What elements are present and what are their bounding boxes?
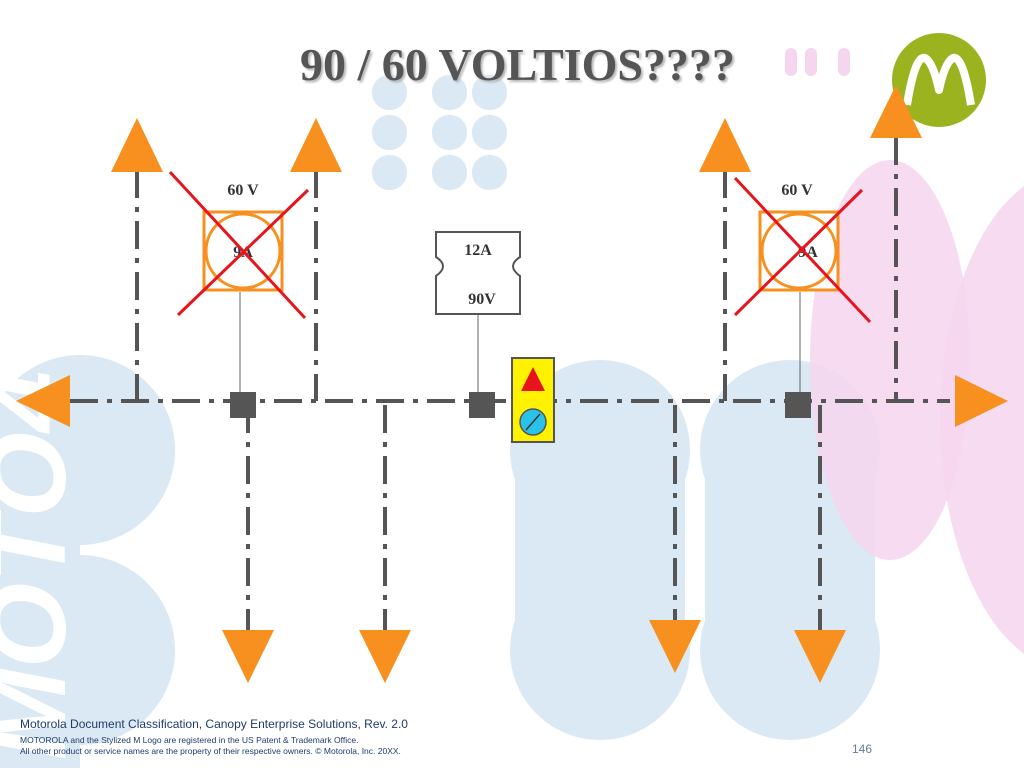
- motorola-logo-icon: [892, 33, 986, 127]
- left-meter-dial: [204, 212, 282, 290]
- up-arrow-icon: [111, 118, 163, 172]
- bg-blue-dot: [472, 155, 507, 190]
- junction-node: [469, 392, 495, 418]
- left-meter: 60 V 9A: [168, 170, 310, 320]
- fuse-body: [435, 231, 521, 315]
- right-meter-cross-line: [733, 188, 864, 317]
- fuse-current: 12A: [464, 242, 492, 259]
- footer-classification: Motorola Document Classification, Canopy…: [20, 717, 408, 731]
- arrows: [16, 85, 1008, 683]
- down-arrow-icon: [222, 630, 274, 683]
- footer-legal-line: MOTOROLA and the Stylized M Logo are reg…: [20, 735, 359, 745]
- junction-node: [785, 392, 811, 418]
- up-arrow-icon: [699, 118, 751, 172]
- bg-blue-block: [515, 450, 685, 650]
- bg-pink-dot: [785, 48, 797, 76]
- watermark-text: MOTO4YOU: [0, 130, 89, 760]
- left-meter-cross-line: [168, 170, 307, 320]
- right-meter: 60 V 9A: [733, 176, 872, 324]
- bg-blue-dot: [432, 115, 467, 150]
- right-meter-voltage: 60 V: [781, 182, 813, 199]
- bg-pink-shape: [940, 186, 1024, 654]
- center-fuse: 12A 90V: [435, 231, 521, 315]
- left-arrow-icon: [16, 375, 70, 427]
- left-meter-voltage: 60 V: [227, 182, 259, 199]
- warning-triangle-icon: [521, 367, 545, 391]
- bg-blue-block: [0, 450, 80, 768]
- gauge-icon: [519, 408, 547, 436]
- up-arrow-icon: [870, 85, 922, 138]
- right-arrow-icon: [955, 375, 1008, 427]
- bg-blue-dot: [472, 75, 507, 110]
- indicator-box: [511, 357, 555, 443]
- bg-pink-shape: [810, 160, 970, 560]
- bg-blue-dot: [372, 75, 407, 110]
- background-decor: MOTO4YOU: [0, 48, 1024, 768]
- footer-legal: MOTOROLA and the Stylized M Logo are reg…: [20, 735, 401, 757]
- bg-blue-dot: [432, 155, 467, 190]
- down-arrow-icon: [359, 630, 411, 683]
- up-arrow-icon: [290, 118, 342, 172]
- bg-blue-dot: [372, 115, 407, 150]
- junction-node: [230, 392, 256, 418]
- fuse-voltage: 90V: [468, 291, 496, 308]
- right-meter-dial: [760, 212, 838, 290]
- down-arrow-icon: [794, 630, 846, 683]
- bg-blue-dot: [432, 75, 467, 110]
- bg-pink-dot: [805, 48, 817, 76]
- bg-blue-dot: [372, 155, 407, 190]
- page-number: 146: [852, 742, 873, 756]
- slide-title: 90 / 60 VOLTIOS????: [300, 39, 735, 90]
- bg-blue-dot: [472, 115, 507, 150]
- down-arrow-icon: [649, 620, 701, 673]
- footer-legal-line: All other product or service names are t…: [20, 746, 401, 756]
- bg-pink-dot: [838, 48, 850, 76]
- left-meter-cross-line: [176, 188, 310, 317]
